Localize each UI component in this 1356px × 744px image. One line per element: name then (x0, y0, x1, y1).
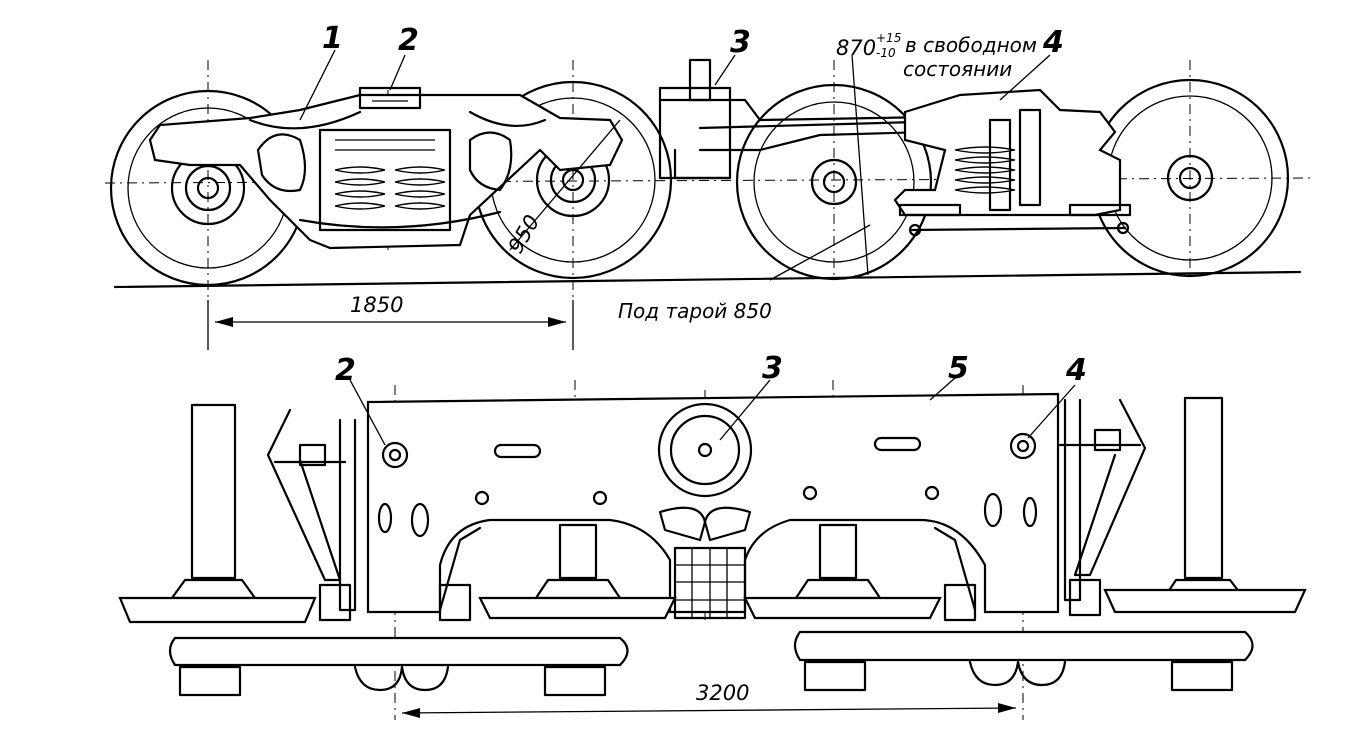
side-frame-right (793, 630, 1254, 662)
wheel-right-rear (735, 83, 933, 281)
label-5-bottom: 5 (948, 351, 969, 386)
label-4-bottom: 4 (1065, 353, 1087, 388)
left-bogie-side-frame (148, 86, 624, 250)
dimension-height-free: 870 (836, 36, 876, 60)
tolerance-minus: -10 (876, 46, 896, 60)
label-2-top: 2 (398, 23, 419, 58)
free-state-line2: состоянии (903, 57, 1012, 81)
dimension-bogie-span: 3200 (696, 681, 749, 705)
bolster-body (366, 392, 1060, 614)
side-elevation-view: 1 2 3 4 1850 950 870 +15 -10 в свободном… (104, 21, 1311, 350)
loaded-height-note: Под тарой 850 (618, 299, 772, 323)
side-frame-left (168, 636, 629, 667)
plan-view: 2 3 5 4 3200 (118, 351, 1307, 720)
label-3-top: 3 (730, 25, 751, 60)
right-bogie-side-frame (893, 88, 1132, 237)
wheel-treads (118, 588, 1307, 624)
rail-line (113, 270, 1302, 289)
label-1: 1 (322, 21, 343, 56)
label-2-bottom: 2 (335, 353, 356, 388)
dimension-wheel-diameter: 950 (504, 211, 545, 258)
center-plate (657, 402, 753, 498)
label-4-top: 4 (1042, 25, 1064, 60)
tolerance-plus: +15 (876, 31, 901, 45)
free-state-line1: в свободном (905, 33, 1037, 57)
label-3-bottom: 3 (762, 351, 783, 386)
dimension-wheelbase: 1850 (350, 293, 403, 317)
